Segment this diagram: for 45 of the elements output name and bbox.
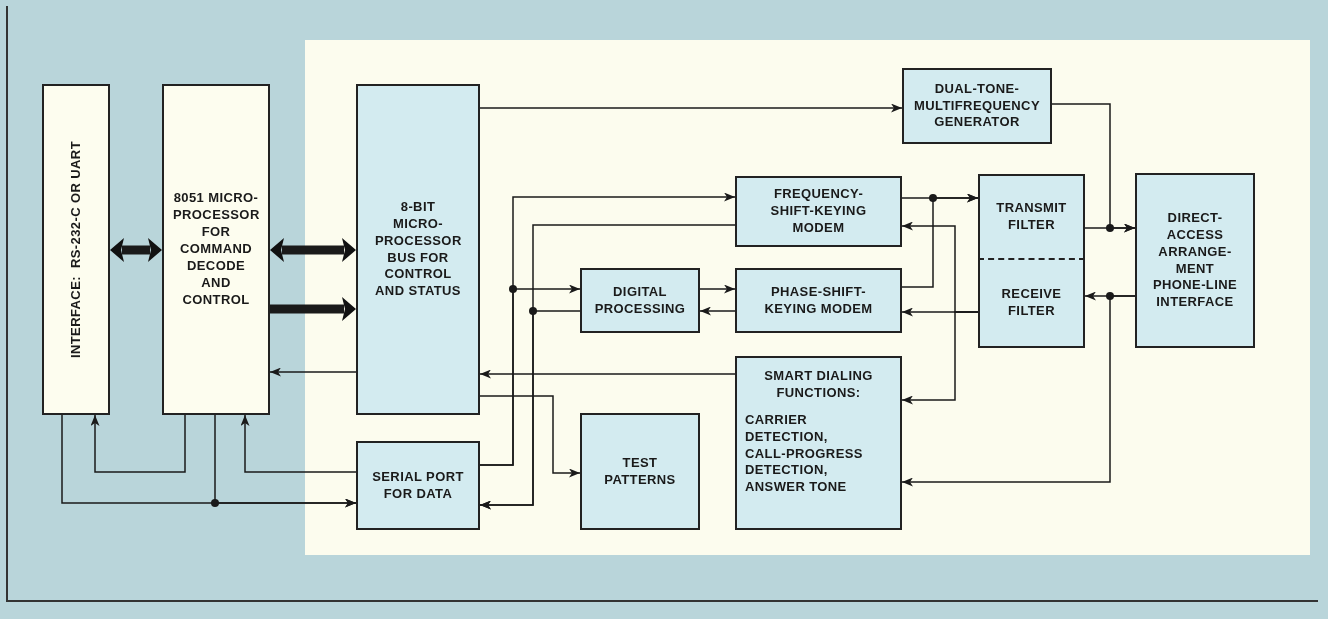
arrow (901, 311, 979, 405)
block-label: RECEIVE FILTER (1000, 286, 1063, 320)
block-box (735, 268, 902, 333)
bus-arrow (270, 297, 356, 321)
block-label: SERIAL PORT FOR DATA (371, 468, 465, 503)
arrow (479, 103, 903, 113)
block-box (162, 84, 270, 415)
arrow (901, 295, 1136, 487)
arrow (479, 310, 581, 510)
block-label: DUAL-TONE- MULTIFREQUENCY GENERATOR (913, 80, 1041, 132)
arrow (214, 414, 357, 508)
block-label: 8051 MICRO- PROCESSOR FOR COMMAND DECODE AND CONTROL (173, 190, 259, 309)
block-label: FREQUENCY- SHIFT-KEYING MODEM (769, 186, 868, 237)
block-label: DIGITAL PROCESSING (593, 283, 687, 318)
block-box (1135, 173, 1255, 348)
arrow (90, 414, 186, 473)
arrow (699, 284, 736, 294)
arrow (699, 306, 736, 316)
arrow (901, 193, 979, 288)
arrow (269, 367, 357, 377)
block-box (580, 268, 700, 333)
block-box (580, 413, 700, 530)
block-label: TEST PATTERNS (603, 454, 677, 489)
block-label: CARRIER DETECTION, CALL-PROGRESS DETECTION, ANSWER TONE (745, 411, 864, 497)
block-label: PHASE-SHIFT- KEYING MODEM (763, 283, 874, 318)
block-box (356, 441, 480, 530)
bus-arrow (270, 238, 356, 262)
block-box (978, 260, 1085, 348)
block-box (735, 356, 902, 530)
block-label: 8-BIT MICRO- PROCESSOR BUS FOR CONTROL AND STATUS (375, 198, 461, 301)
block-label: SMART DIALING FUNCTIONS: (763, 368, 874, 402)
block-label: TRANSMIT FILTER (995, 200, 1068, 234)
arrow (479, 284, 581, 466)
arrow (479, 395, 581, 478)
block-label: INTERFACE: RS-232-C OR UART (67, 140, 84, 359)
block-box (42, 84, 110, 415)
block-box (978, 174, 1085, 260)
block-label: DIRECT- ACCESS ARRANGE- MENT PHONE-LINE INTERFACE (1151, 209, 1239, 312)
block-box (735, 176, 902, 247)
arrow (240, 414, 357, 473)
arrow (479, 369, 736, 379)
block-box (902, 68, 1052, 144)
bus-arrow (110, 238, 162, 262)
arrow (1084, 223, 1136, 233)
block-box (356, 84, 480, 415)
